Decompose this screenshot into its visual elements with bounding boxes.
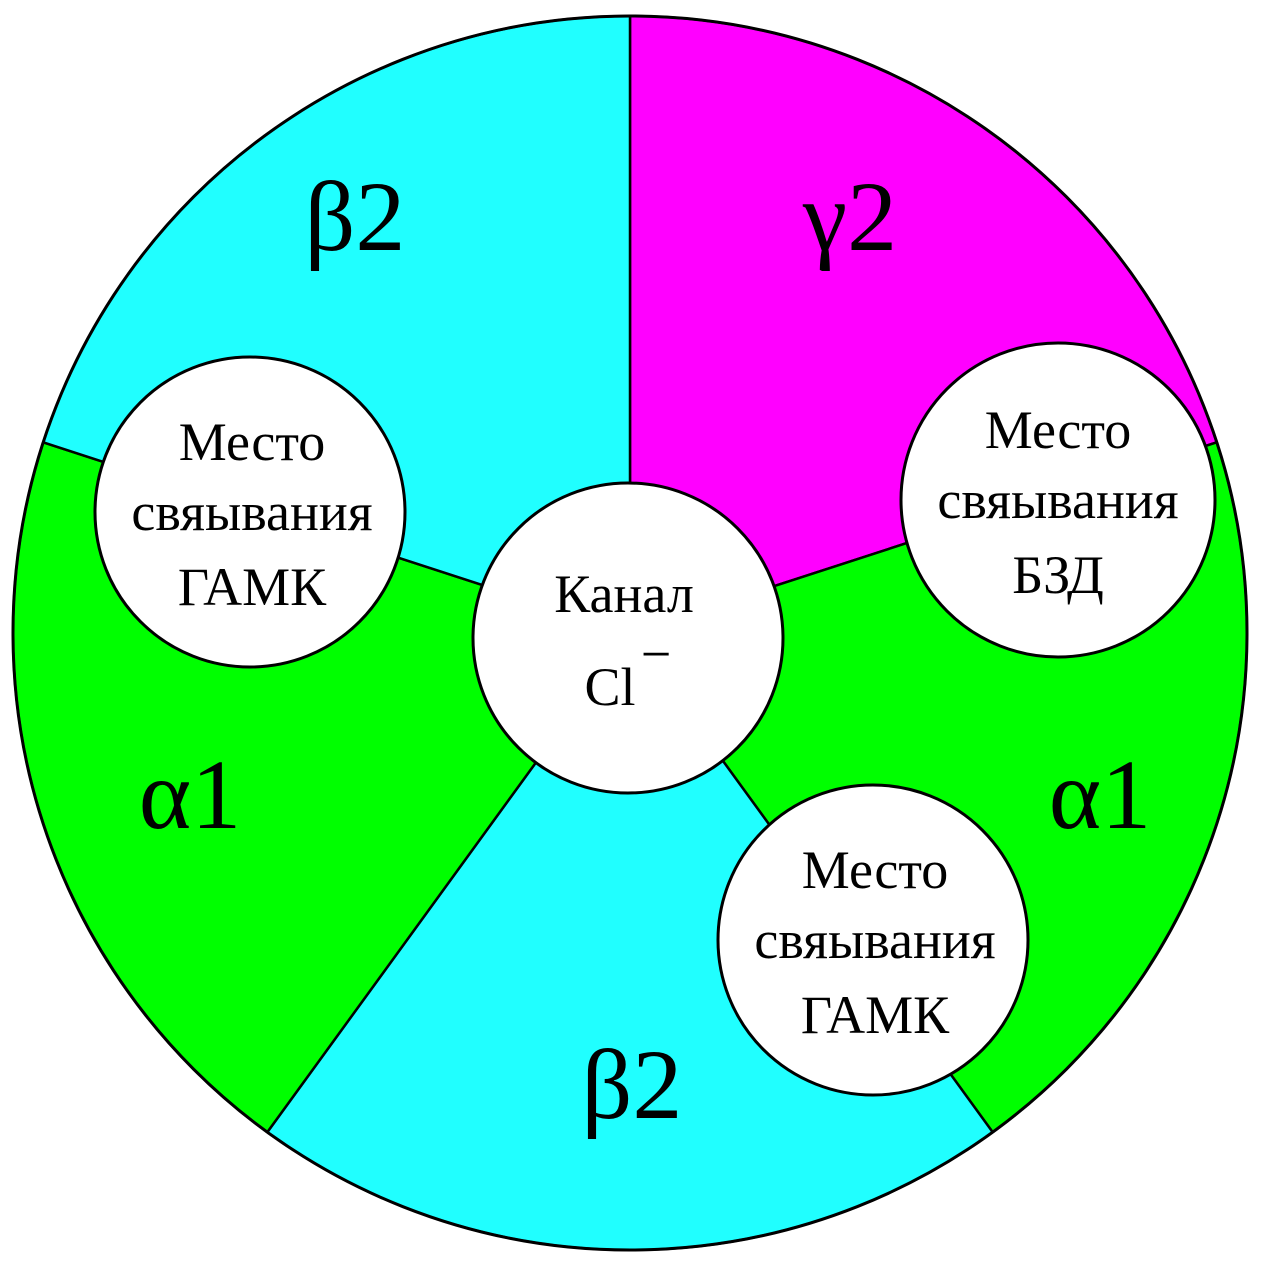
site-line: свяывания [131,482,372,542]
subunit-label-gamma2: γ2 [802,161,897,272]
chloride-channel: Канал Cl − [471,481,785,795]
site-line: Место [802,840,948,900]
subunit-label-beta2-top: β2 [305,161,406,272]
gaba-binding-site-right: Место свяывания ГАМК [716,783,1030,1097]
site-line: Место [179,412,325,472]
channel-ion: Cl [584,657,635,717]
subunit-label-alpha1-left: α1 [139,739,241,850]
site-line: свяывания [754,910,995,970]
channel-label: Канал [554,564,694,624]
bzd-binding-site: Место свяывания БЗД [899,341,1217,659]
subunit-label-beta2-bottom: β2 [582,1029,683,1140]
gaba-binding-site-left: Место свяывания ГАМК [93,355,407,669]
site-line: Место [985,400,1131,460]
receptor-outline [11,14,1249,1252]
site-line: ГАМК [801,985,950,1045]
site-line: свяывания [937,470,1178,530]
subunit-label-alpha1-right: α1 [1049,739,1151,850]
site-line: ГАМК [178,557,327,617]
site-line: БЗД [1012,545,1104,605]
channel-ion-charge: − [641,624,671,684]
